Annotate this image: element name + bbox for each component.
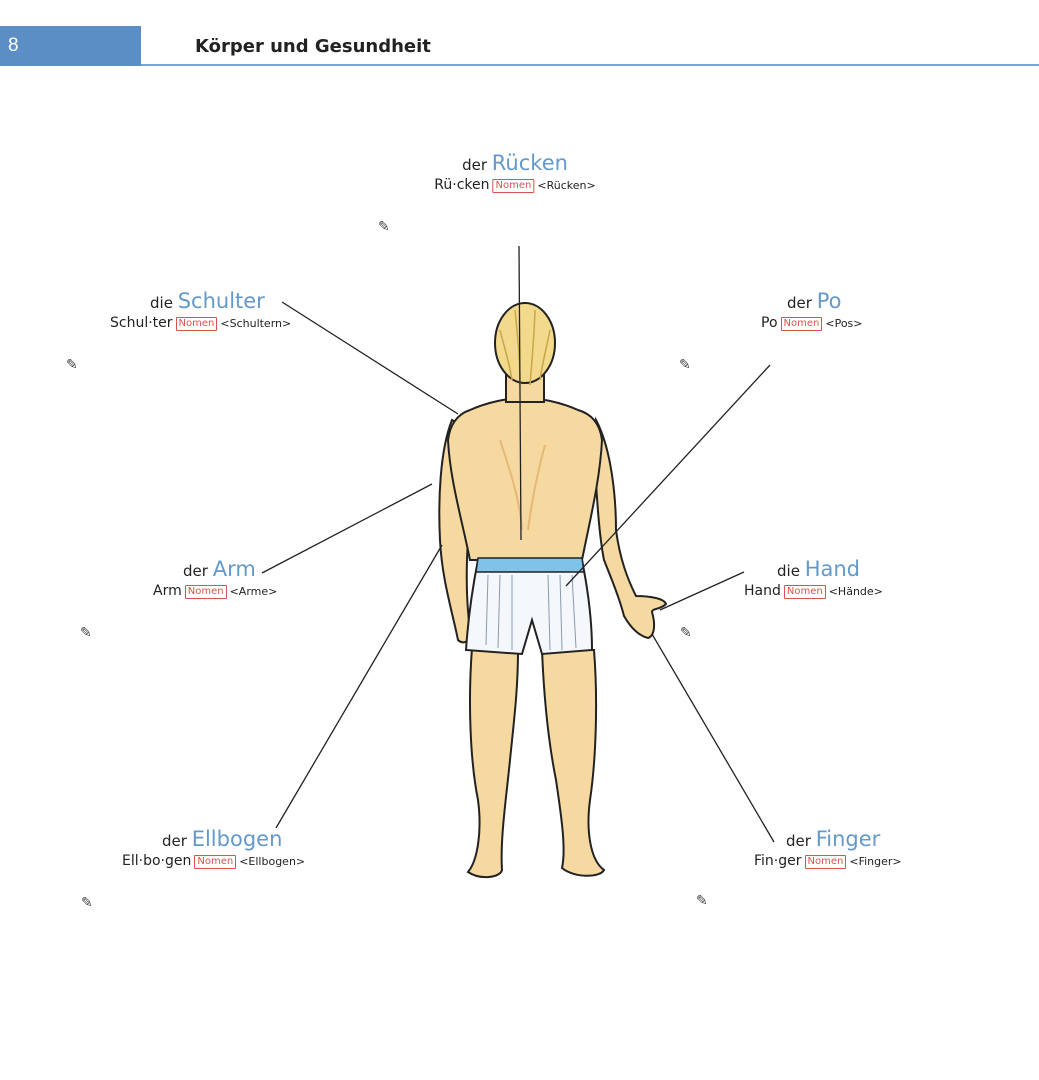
page-number: 8 [0, 26, 141, 66]
shorts-waistband [475, 557, 585, 573]
leader-hand [659, 571, 745, 611]
leader-ellbogen [275, 544, 443, 829]
pencil-icon[interactable]: ✎ [680, 624, 692, 640]
pencil-icon[interactable]: ✎ [378, 218, 390, 234]
right-arm [592, 416, 668, 640]
header-divider [141, 64, 1039, 66]
hair-strands [499, 309, 551, 386]
plural: <Schultern> [220, 317, 292, 330]
pos-tag: Nomen [194, 855, 237, 869]
article: der [787, 294, 812, 312]
pencil-icon[interactable]: ✎ [80, 624, 92, 640]
article: die [777, 562, 800, 580]
chapter-title: Körper und Gesundheit [195, 36, 431, 57]
noun: Hand [804, 557, 861, 581]
article: der [183, 562, 208, 580]
noun: Po [816, 289, 842, 313]
leader-po [565, 364, 771, 587]
pos-tag: Nomen [780, 317, 823, 331]
pencil-icon[interactable]: ✎ [696, 892, 708, 908]
pos-tag: Nomen [804, 855, 847, 869]
syllables: Po [761, 315, 778, 331]
leader-finger [651, 633, 775, 843]
plural: <Rücken> [537, 179, 596, 192]
noun: Ellbogen [191, 827, 283, 851]
pencil-icon[interactable]: ✎ [81, 894, 93, 910]
noun: Schulter [177, 289, 265, 313]
leader-lines [261, 245, 775, 843]
plural: <Finger> [849, 855, 902, 868]
pos-tag: Nomen [175, 317, 218, 331]
plural: <Arme> [229, 585, 278, 598]
noun: Finger [815, 827, 881, 851]
pencil-icon[interactable]: ✎ [66, 356, 78, 372]
plural: <Hände> [828, 585, 883, 598]
shorts-stripes [485, 574, 577, 651]
leader-schulter [281, 301, 459, 415]
noun: Arm [212, 557, 256, 581]
syllables: Ell·bo·gen [122, 853, 192, 869]
shorts [464, 559, 594, 656]
article: der [786, 832, 811, 850]
head [494, 302, 556, 384]
article: der [462, 156, 487, 174]
right-leg [540, 649, 606, 877]
plural: <Ellbogen> [239, 855, 306, 868]
left-leg [466, 646, 520, 878]
leader-arm [261, 483, 433, 574]
plural: <Pos> [825, 317, 863, 330]
syllables: Schul·ter [110, 315, 173, 331]
pos-tag: Nomen [783, 585, 826, 599]
syllables: Arm [153, 583, 182, 599]
pencil-icon[interactable]: ✎ [679, 356, 691, 372]
pos-tag: Nomen [492, 179, 535, 193]
noun: Rücken [491, 151, 568, 175]
syllables: Hand [744, 583, 781, 599]
leader-ruecken [518, 245, 522, 541]
torso [446, 396, 604, 561]
article: der [162, 832, 187, 850]
syllables: Rü·cken [434, 177, 490, 193]
article: die [150, 294, 173, 312]
syllables: Fin·ger [754, 853, 802, 869]
pos-tag: Nomen [184, 585, 227, 599]
